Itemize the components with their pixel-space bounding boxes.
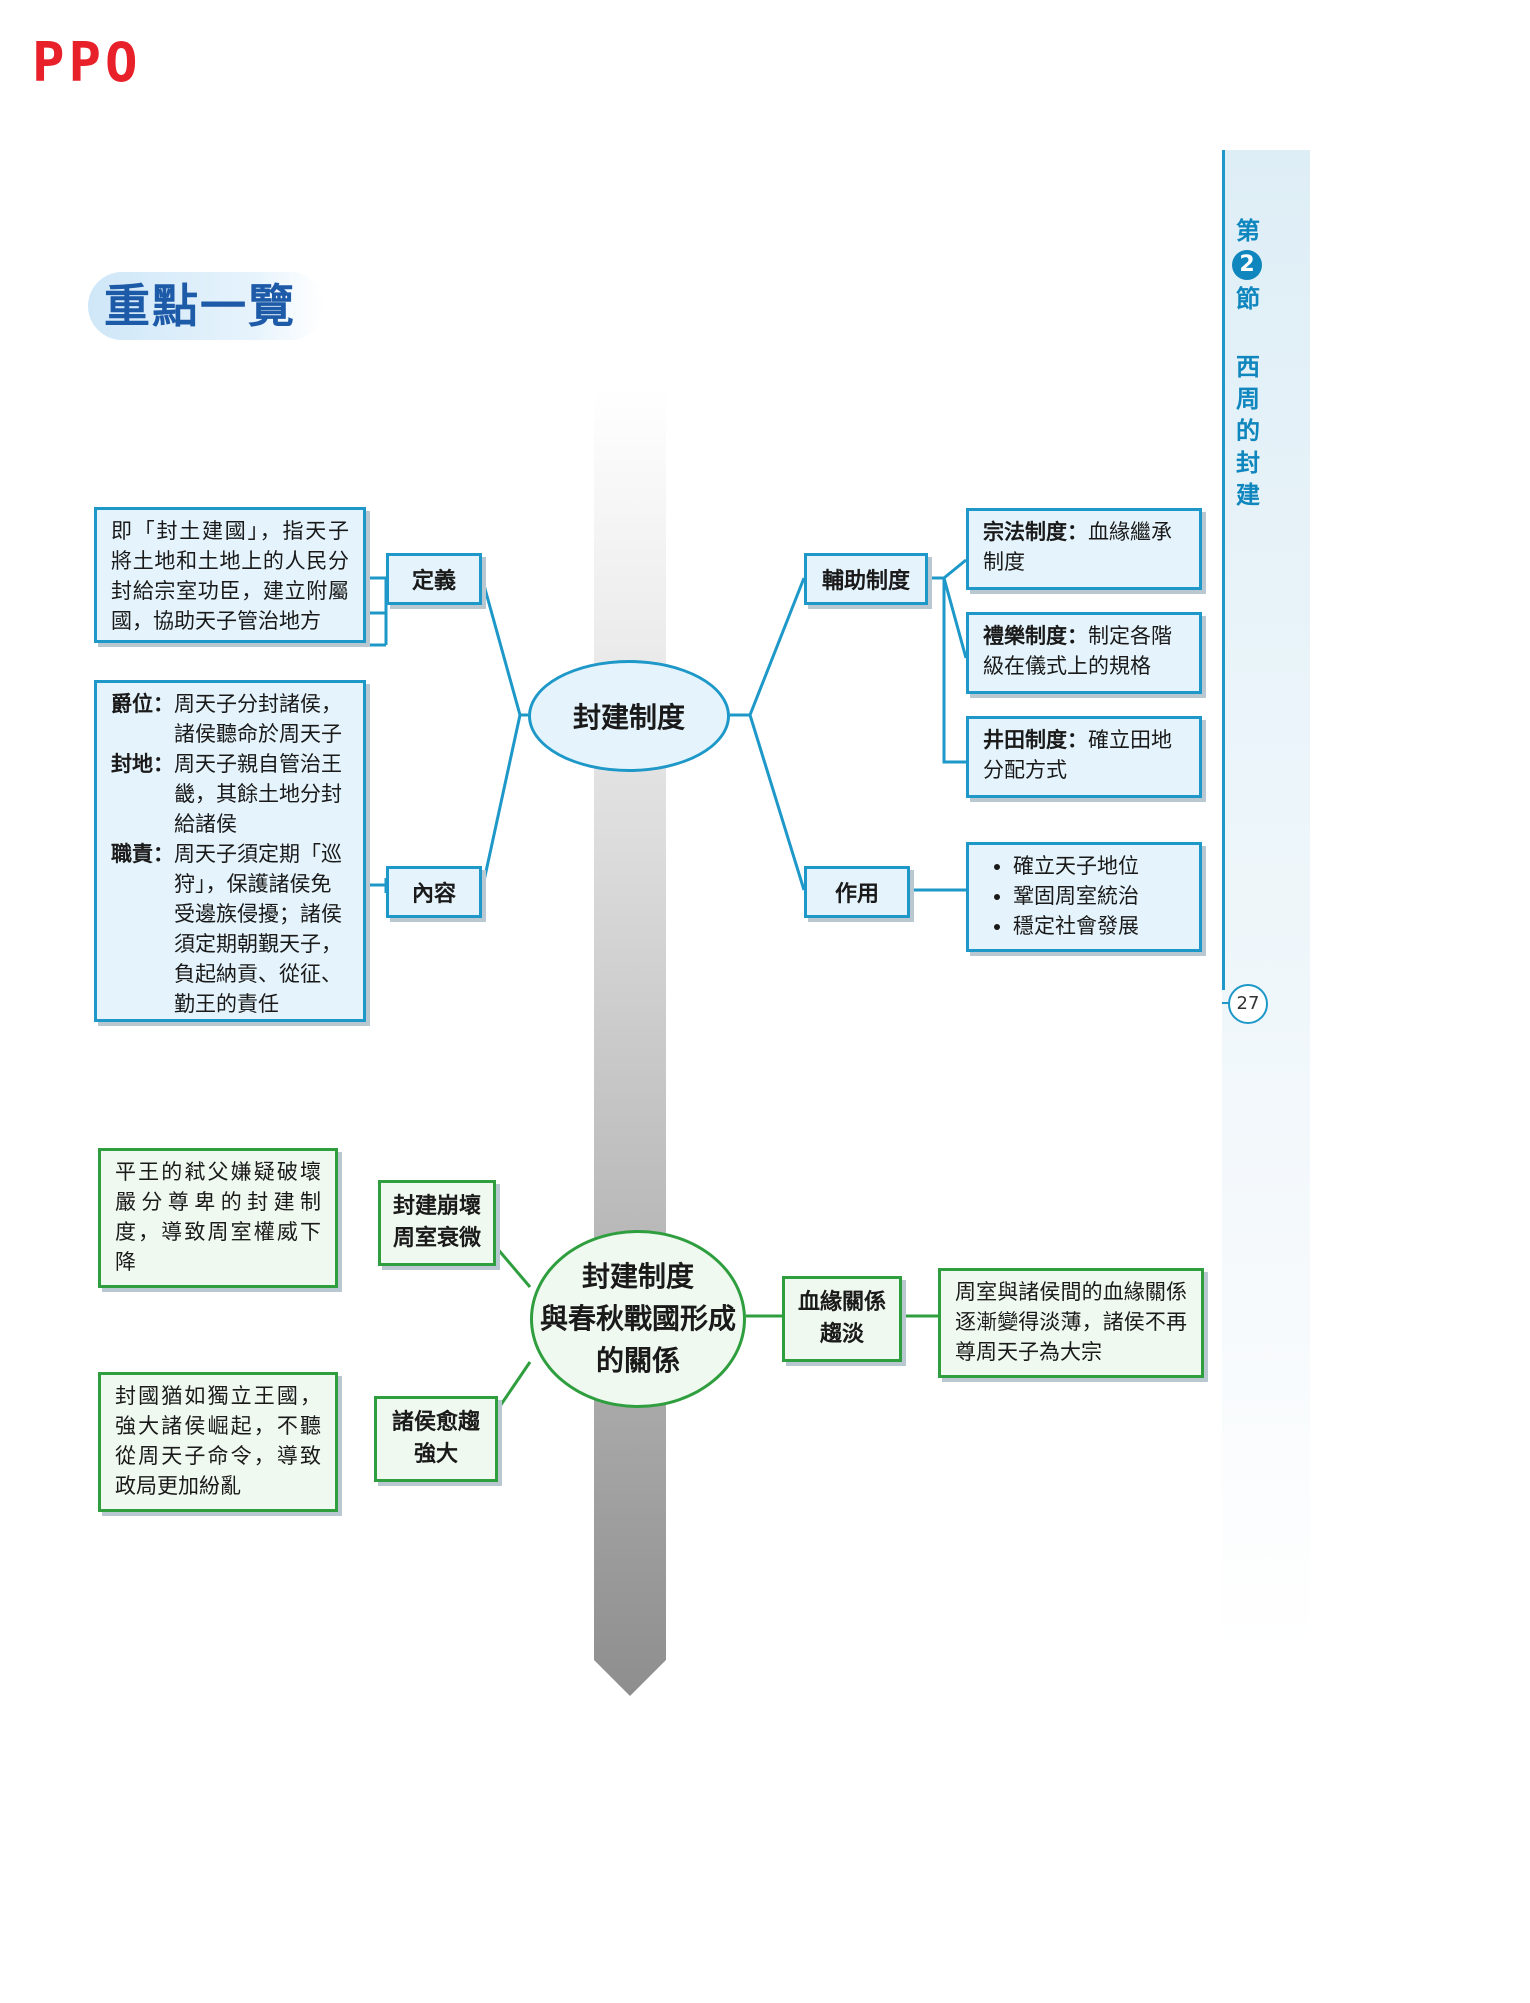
side-line (1222, 150, 1225, 990)
center-relationship: 封建制度 與春秋戰國形成 的關係 (530, 1230, 746, 1408)
definition-box: 即「封土建國」，指天子將土地和土地上的人民分封給宗室功臣，建立附屬國，協助天子管… (94, 507, 366, 643)
aux-item-colon: ： (1067, 520, 1088, 544)
aux-item-term: 井田制度 (983, 728, 1067, 752)
aux-item-text: 確立田地分配方式 (983, 728, 1172, 782)
function-item: 鞏固周室統治 (1013, 881, 1185, 911)
definition-text: 即「封土建國」，指天子將土地和土地上的人民分封給宗室功臣，建立附屬國，協助天子管… (111, 519, 349, 633)
vassals-label: 諸侯愈趨 強大 (374, 1396, 498, 1482)
collapse-label-line: 封建崩壞 (392, 1194, 481, 1219)
connector-vassals (494, 1361, 532, 1413)
center-relationship-line: 封建制度 (581, 1260, 694, 1293)
function-box: 確立天子地位 鞏固周室統治 穩定社會發展 (966, 842, 1202, 952)
collapse-text: 平王的弒父嫌疑破壞嚴分尊卑的封建制度，導致周室權威下降 (115, 1160, 321, 1274)
aux-item-text: 血緣繼承制度 (983, 520, 1172, 574)
content-item-text: 周天子分封諸侯，諸侯聽命於周天子 (174, 692, 342, 746)
aux-item-colon: ： (1067, 624, 1088, 648)
section-label-bottom: 節 (1236, 284, 1260, 313)
vassals-label-line: 強大 (413, 1442, 458, 1467)
vassals-label-line: 諸侯愈趨 (391, 1410, 480, 1435)
content-item: 封地： 周天子親自管治王畿，其餘土地分封給諸侯 (111, 749, 349, 839)
ppo-logo: PPO (32, 31, 142, 94)
blood-label-line: 趨淡 (819, 1322, 864, 1347)
definition-label: 定義 (386, 553, 482, 605)
connector-aux (928, 558, 968, 764)
collapse-label-line: 周室衰微 (392, 1226, 481, 1251)
content-item-text: 周天子須定期「巡狩」，保護諸侯免受邊族侵擾；諸侯須定期朝覲天子，負起納貢、從征、… (174, 842, 342, 1016)
content-item: 爵位： 周天子分封諸侯，諸侯聽命於周天子 (111, 689, 349, 749)
center-relationship-line: 的關係 (595, 1344, 680, 1377)
blood-text: 周室與諸侯間的血緣關係逐漸變得淡薄，諸侯不再尊周天子為大宗 (955, 1280, 1187, 1364)
vassals-text: 封國猶如獨立王國，強大諸侯崛起，不聽從周天子命令，導致政局更加紛亂 (115, 1384, 321, 1498)
page-number-tick (1222, 1002, 1230, 1004)
section-title-char: 建 (1236, 480, 1260, 509)
page-title: 重點一覽 (104, 279, 296, 333)
content-box: 爵位： 周天子分封諸侯，諸侯聽命於周天子 封地： 周天子親自管治王畿，其餘土地分… (94, 680, 366, 1022)
aux-item-text: 制定各階級在儀式上的規格 (983, 624, 1172, 678)
content-item-term: 爵位： (111, 692, 174, 716)
blood-label-line: 血緣關係 (797, 1290, 886, 1315)
side-decoration (1222, 150, 1310, 1650)
connector-content-small (365, 878, 388, 893)
section-label-top: 第 (1236, 216, 1260, 245)
blood-label: 血緣關係 趨淡 (782, 1276, 902, 1362)
content-label: 內容 (386, 866, 482, 918)
content-item-term: 封地： (111, 752, 174, 776)
connector-center-right (730, 577, 806, 891)
auxiliary-label: 輔助制度 (804, 553, 928, 605)
aux-item-box: 禮樂制度：制定各階級在儀式上的規格 (966, 612, 1202, 694)
connector-center-left (480, 577, 528, 891)
content-item-term: 職責： (111, 842, 174, 866)
aux-item-term: 禮樂制度 (983, 624, 1067, 648)
connector-collapse (494, 1246, 532, 1288)
content-item: 職責： 周天子須定期「巡狩」，保護諸侯免受邊族侵擾；諸侯須定期朝覲天子，負起納貢… (111, 839, 349, 1019)
page-number: 27 (1228, 984, 1268, 1024)
section-title-char: 封 (1236, 448, 1260, 477)
collapse-label: 封建崩壞 周室衰微 (378, 1180, 496, 1266)
aux-item-box: 宗法制度：血緣繼承制度 (966, 508, 1202, 590)
center-relationship-line: 與春秋戰國形成 (539, 1302, 736, 1335)
aux-item-term: 宗法制度 (983, 520, 1067, 544)
collapse-box: 平王的弒父嫌疑破壞嚴分尊卑的封建制度，導致周室權威下降 (98, 1148, 338, 1288)
title-banner (88, 272, 324, 340)
section-title-char: 的 (1236, 416, 1260, 445)
vertical-arrow (594, 388, 666, 1696)
function-label: 作用 (804, 866, 910, 918)
blood-box: 周室與諸侯間的血緣關係逐漸變得淡薄，諸侯不再尊周天子為大宗 (938, 1268, 1204, 1378)
section-number-badge: 2 (1232, 250, 1262, 280)
aux-item-colon: ： (1067, 728, 1088, 752)
function-item: 確立天子地位 (1013, 851, 1185, 881)
vassals-box: 封國猶如獨立王國，強大諸侯崛起，不聽從周天子命令，導致政局更加紛亂 (98, 1372, 338, 1512)
center-feudal-system: 封建制度 (528, 660, 730, 772)
section-title-char: 西 (1236, 352, 1260, 381)
content-item-text: 周天子親自管治王畿，其餘土地分封給諸侯 (174, 752, 342, 836)
aux-item-box: 井田制度：確立田地分配方式 (966, 716, 1202, 798)
function-list: 確立天子地位 鞏固周室統治 穩定社會發展 (983, 851, 1185, 941)
connector-definition (365, 576, 388, 647)
function-item: 穩定社會發展 (1013, 911, 1185, 941)
section-title-char: 周 (1236, 384, 1260, 413)
